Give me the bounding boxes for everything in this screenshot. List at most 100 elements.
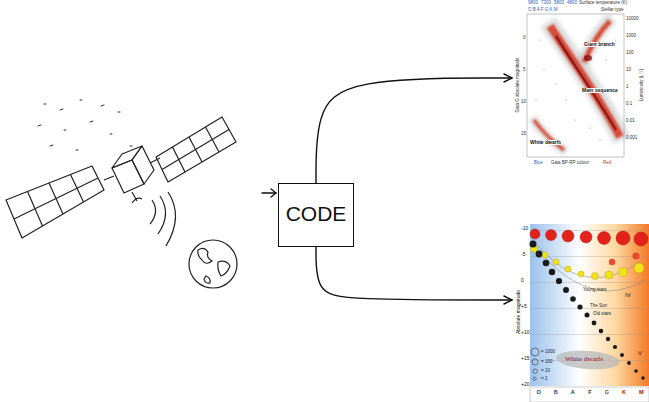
red-clump	[584, 55, 592, 61]
region-label: White dwarfs	[529, 140, 562, 145]
tick-label: 1	[626, 85, 629, 90]
class-label: IV	[625, 292, 631, 298]
main-sequence-dots	[530, 241, 645, 380]
antenna	[132, 192, 142, 203]
density-cloud	[548, 22, 622, 140]
axis-title: Luminosity (L☉)	[640, 69, 645, 101]
legend-label: = 1000	[541, 350, 555, 355]
continent	[218, 261, 230, 276]
tick-label: 100	[626, 51, 634, 56]
density-cloud	[532, 118, 566, 152]
solar-panel	[156, 117, 236, 182]
star-circle	[632, 252, 639, 259]
panel-grid	[162, 130, 229, 170]
radio-wave	[150, 200, 156, 224]
size-sample-circle	[533, 369, 537, 373]
solar-panel	[6, 166, 104, 238]
star-point	[539, 39, 540, 40]
star-dot	[536, 251, 543, 258]
star-dot	[570, 296, 576, 302]
spectral-class: F	[588, 390, 591, 396]
star-point	[599, 139, 600, 140]
star-dash	[76, 150, 78, 151]
star-dot	[606, 337, 610, 341]
evolution-tracks	[538, 246, 645, 291]
arrow-shaft	[262, 192, 276, 193]
spectral-class: K	[622, 390, 626, 396]
box-label: CODE	[286, 202, 347, 226]
region-label: Young stars	[583, 288, 607, 293]
density-cloud	[583, 18, 612, 64]
star-circle	[616, 231, 630, 245]
chart-frame	[527, 14, 624, 157]
star-circle	[609, 259, 615, 265]
white-dwarf-region	[555, 349, 620, 371]
tick-label: 5	[523, 68, 526, 73]
star-dash	[110, 134, 112, 135]
star-dot	[549, 269, 555, 275]
satellite-body	[132, 146, 154, 184]
star-point	[535, 99, 536, 100]
satellite-body	[112, 160, 144, 193]
tick-label: 0.001	[626, 136, 637, 141]
earth-outline	[189, 240, 237, 288]
star-dash	[101, 105, 104, 106]
tick-label: 0	[523, 36, 526, 41]
size-sample	[532, 368, 538, 374]
main-sequence-core	[556, 36, 616, 130]
radio-wave	[158, 196, 166, 234]
class-label: V	[638, 350, 642, 356]
hr-diagram	[530, 224, 649, 402]
giant-circles	[531, 246, 645, 280]
tick-label: 15	[521, 132, 526, 137]
tick-label: 0	[521, 278, 524, 283]
continent	[198, 248, 212, 263]
tick-label: 9800	[528, 1, 538, 6]
legend-label: = 10	[541, 369, 550, 374]
tick-label: 4800	[567, 1, 577, 6]
star-dash	[90, 121, 93, 122]
gaia-hr-chart	[527, 14, 624, 157]
star-dot	[641, 376, 644, 379]
axis-title: Absolute magnitude	[516, 290, 521, 334]
star-dot	[530, 241, 537, 248]
star-circle	[578, 271, 584, 277]
red-giant-circles	[609, 252, 640, 265]
grid-line	[530, 308, 649, 309]
grid-line	[530, 282, 649, 283]
region-label: Giant branch	[583, 42, 616, 47]
axis-note: Red →	[603, 161, 617, 166]
panel-grid	[14, 178, 98, 219]
star-point	[543, 69, 544, 70]
star-circle	[619, 268, 628, 277]
satellite-body	[112, 146, 142, 168]
spectral-class: O	[536, 390, 540, 396]
spectral-class: A	[571, 390, 575, 396]
star-dot	[556, 278, 562, 284]
star-circle	[592, 273, 599, 280]
radio-wave	[166, 192, 176, 246]
star-dash	[44, 104, 46, 105]
star-point	[615, 39, 616, 40]
star-dot	[634, 369, 638, 373]
star-dashes	[38, 100, 132, 150]
star-dot	[585, 313, 590, 318]
star-point	[565, 99, 566, 100]
tick-label: +20	[521, 382, 529, 387]
tick-label: 10	[521, 100, 526, 105]
size-sample	[531, 358, 539, 366]
legend-label: = 1	[541, 377, 547, 382]
region-label: The Sun	[590, 304, 607, 309]
earth-sketch	[189, 240, 237, 288]
chart-panel: Absolute magnitude-10-50+5+10+15+20OBAFG…	[515, 222, 649, 402]
tick-label: 10	[626, 68, 631, 73]
type-row	[530, 387, 649, 402]
main-sequence-band	[550, 26, 620, 137]
tick-label: 0.01	[626, 119, 635, 124]
size-sample-circle	[532, 359, 538, 365]
tick-label: 7300	[541, 1, 551, 6]
star-circle	[580, 231, 592, 243]
tick-label: -5	[521, 252, 525, 257]
star-circle	[546, 230, 557, 241]
curved-arrow	[316, 78, 512, 183]
